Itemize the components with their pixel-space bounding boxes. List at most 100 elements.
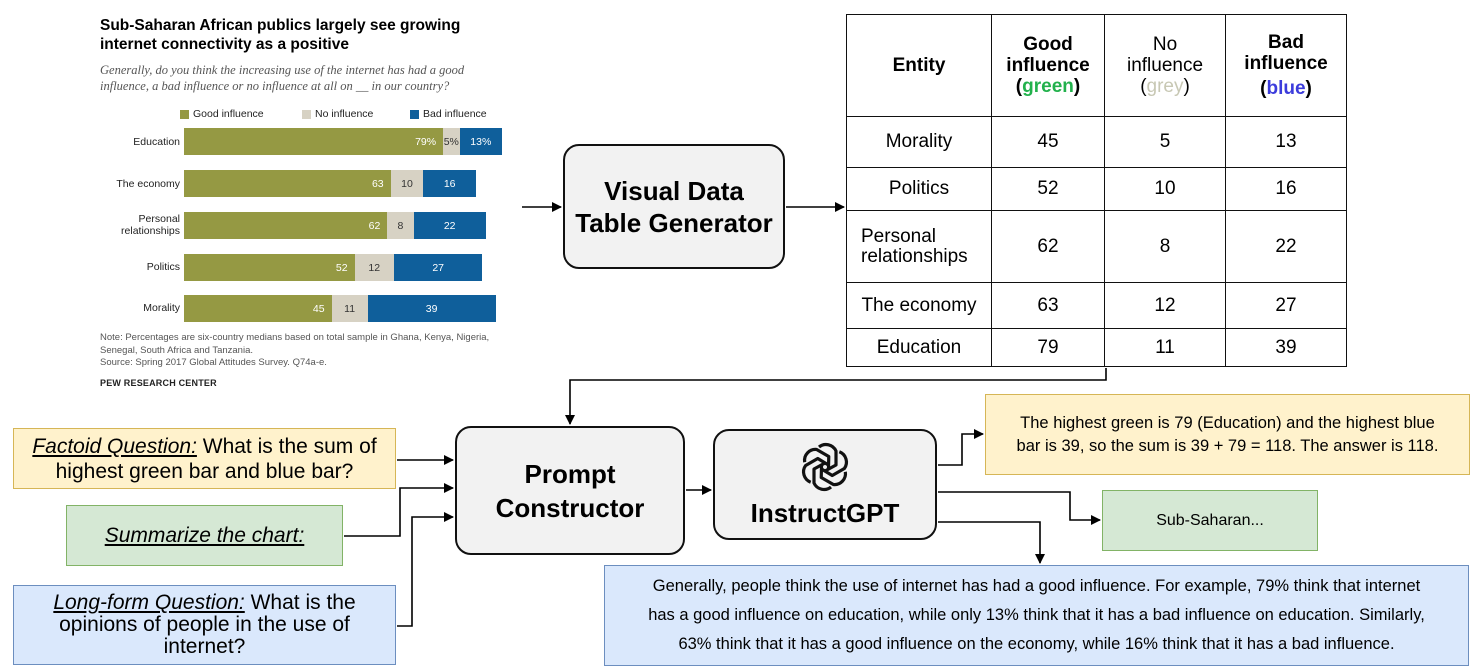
- cell-entity: Morality: [846, 116, 992, 168]
- legend-good: Good influence: [180, 108, 264, 120]
- longform-text: opinions of people in the use of: [59, 613, 350, 636]
- arrow-summarize-to-prompt: [344, 483, 454, 537]
- factoid-answer-line: The highest green is 79 (Education) and …: [1020, 413, 1435, 432]
- data-table: Entity Good influence (green) No influen…: [846, 14, 1347, 367]
- table-row: Morality 45 5 13: [846, 116, 1347, 168]
- bar-segment-none: 11: [331, 295, 368, 322]
- cell-entity: Education: [846, 328, 992, 367]
- source-chart: Sub-Saharan African publics largely see …: [96, 10, 526, 395]
- legend-label: No influence: [315, 108, 374, 120]
- chart-subtitle-line: influence, a bad influence or no influen…: [100, 79, 450, 93]
- legend-label: Good influence: [193, 108, 264, 120]
- bar-segment-good: 45: [184, 295, 332, 322]
- cell-entity: Politics: [846, 167, 992, 211]
- bar-segment-none: 10: [390, 170, 424, 197]
- cell-good: 62: [991, 210, 1105, 283]
- summarize-box: Summarize the chart:: [66, 505, 343, 566]
- cell-bad: 13: [1225, 116, 1347, 168]
- category-label: Morality: [143, 302, 180, 314]
- prompt-constructor-label: Constructor: [495, 492, 645, 523]
- header-good: Good influence (green): [991, 14, 1105, 117]
- data-label: 13%: [470, 135, 492, 148]
- data-label: 12: [368, 261, 381, 274]
- arrow-gpt-to-summary-answer: [938, 491, 1101, 525]
- data-label: 52: [335, 261, 348, 274]
- data-label: 5%: [443, 135, 459, 148]
- chart-subtitle-line: Generally, do you think the increasing u…: [100, 63, 465, 77]
- data-label: 45: [312, 302, 325, 315]
- legend-swatch-bad: [410, 109, 419, 119]
- bar-segment-none: 8: [387, 212, 414, 239]
- cell-none: 10: [1104, 167, 1226, 211]
- legend-none: No influence: [302, 108, 373, 120]
- legend-swatch-none: [302, 109, 311, 119]
- note-line: Source: Spring 2017 Global Attitudes Sur…: [100, 357, 327, 368]
- cell-none: 5: [1104, 116, 1226, 168]
- legend-label: Bad influence: [423, 108, 487, 120]
- data-label: 8: [397, 219, 404, 232]
- bar-row: 62 8 22: [184, 212, 486, 239]
- cell-none: 8: [1104, 210, 1226, 283]
- table-row: Education 79 11 39: [846, 328, 1347, 367]
- data-label: 22: [443, 219, 456, 232]
- cell-good: 45: [991, 116, 1105, 168]
- cell-bad: 22: [1225, 210, 1347, 283]
- cell-bad: 16: [1225, 167, 1347, 211]
- cell-entity: The economy: [846, 282, 992, 329]
- header-bad: Bad influence (blue): [1225, 14, 1347, 117]
- bar-segment-good: 52: [184, 254, 355, 281]
- header-entity: Entity: [846, 14, 992, 117]
- chart-title-line: internet connectivity as a positive: [100, 36, 349, 53]
- data-label: 79%: [415, 135, 437, 148]
- prompt-constructor-box: Prompt Constructor: [455, 426, 685, 555]
- table-row: Politics 52 10 16: [846, 167, 1347, 211]
- arrow-gpt-to-longform-answer: [938, 521, 1045, 564]
- cell-good: 52: [991, 167, 1105, 211]
- data-label: 27: [432, 261, 445, 274]
- instructgpt-label: InstructGPT: [750, 498, 900, 528]
- bar-segment-none: 12: [354, 254, 394, 281]
- bar-segment-bad: 13%: [459, 128, 503, 155]
- cell-good: 63: [991, 282, 1105, 329]
- data-label: 63: [371, 177, 384, 190]
- bar-segment-bad: 39: [367, 295, 496, 322]
- bar-segment-good: 62: [184, 212, 388, 239]
- cell-bad: 27: [1225, 282, 1347, 329]
- category-label: Education: [133, 136, 180, 148]
- category-label: Politics: [146, 261, 180, 273]
- longform-answer-line: has a good influence on education, while…: [648, 606, 1425, 624]
- header-none: No influence (grey): [1104, 14, 1226, 117]
- color-word-grey: grey: [1146, 76, 1184, 97]
- bar-row: 45 11 39: [184, 295, 496, 322]
- bar-segment-bad: 22: [413, 212, 486, 239]
- cell-none: 12: [1104, 282, 1226, 329]
- factoid-answer-line: bar is 39, so the sum is 39 + 79 = 118. …: [1016, 436, 1439, 455]
- data-label: 11: [344, 302, 356, 315]
- generator-label-line: Visual Data: [604, 175, 744, 206]
- note-line: Senegal, South Africa and Tanzania.: [100, 344, 253, 356]
- instructgpt-box: InstructGPT: [713, 429, 937, 540]
- longform-text: What is the: [244, 591, 356, 614]
- cell-bad: 39: [1225, 328, 1347, 367]
- table-row: Personal relationships 62 8 22: [846, 210, 1347, 283]
- bar-segment-bad: 27: [393, 254, 483, 281]
- data-label: 39: [425, 302, 438, 315]
- bar-segment-good: 79%: [184, 128, 444, 155]
- chart-note: Note: Percentages are six-country median…: [100, 332, 528, 370]
- data-label: 16: [443, 177, 456, 190]
- pew-brand: PEW RESEARCH CENTER: [100, 378, 217, 388]
- longform-answer-box: Generally, people think the use of inter…: [604, 565, 1469, 666]
- factoid-answer-box: The highest green is 79 (Education) and …: [985, 394, 1470, 475]
- note-line: Note: Percentages are six-country median…: [100, 332, 490, 343]
- legend-bad: Bad influence: [410, 108, 487, 120]
- arrow-gpt-to-factoid-answer: [938, 429, 984, 466]
- color-word-blue: blue: [1266, 78, 1306, 99]
- table-header-row: Entity Good influence (green) No influen…: [846, 14, 1347, 117]
- bar-segment-none: 5%: [443, 128, 460, 155]
- generator-label-line: Table Generator: [575, 207, 773, 238]
- bar-row: 52 12 27: [184, 254, 483, 281]
- chart-subtitle: Generally, do you think the increasing u…: [100, 62, 520, 94]
- arrow-longform-to-prompt: [397, 512, 454, 627]
- longform-question-box: Long-form Question: What is the opinions…: [13, 585, 396, 665]
